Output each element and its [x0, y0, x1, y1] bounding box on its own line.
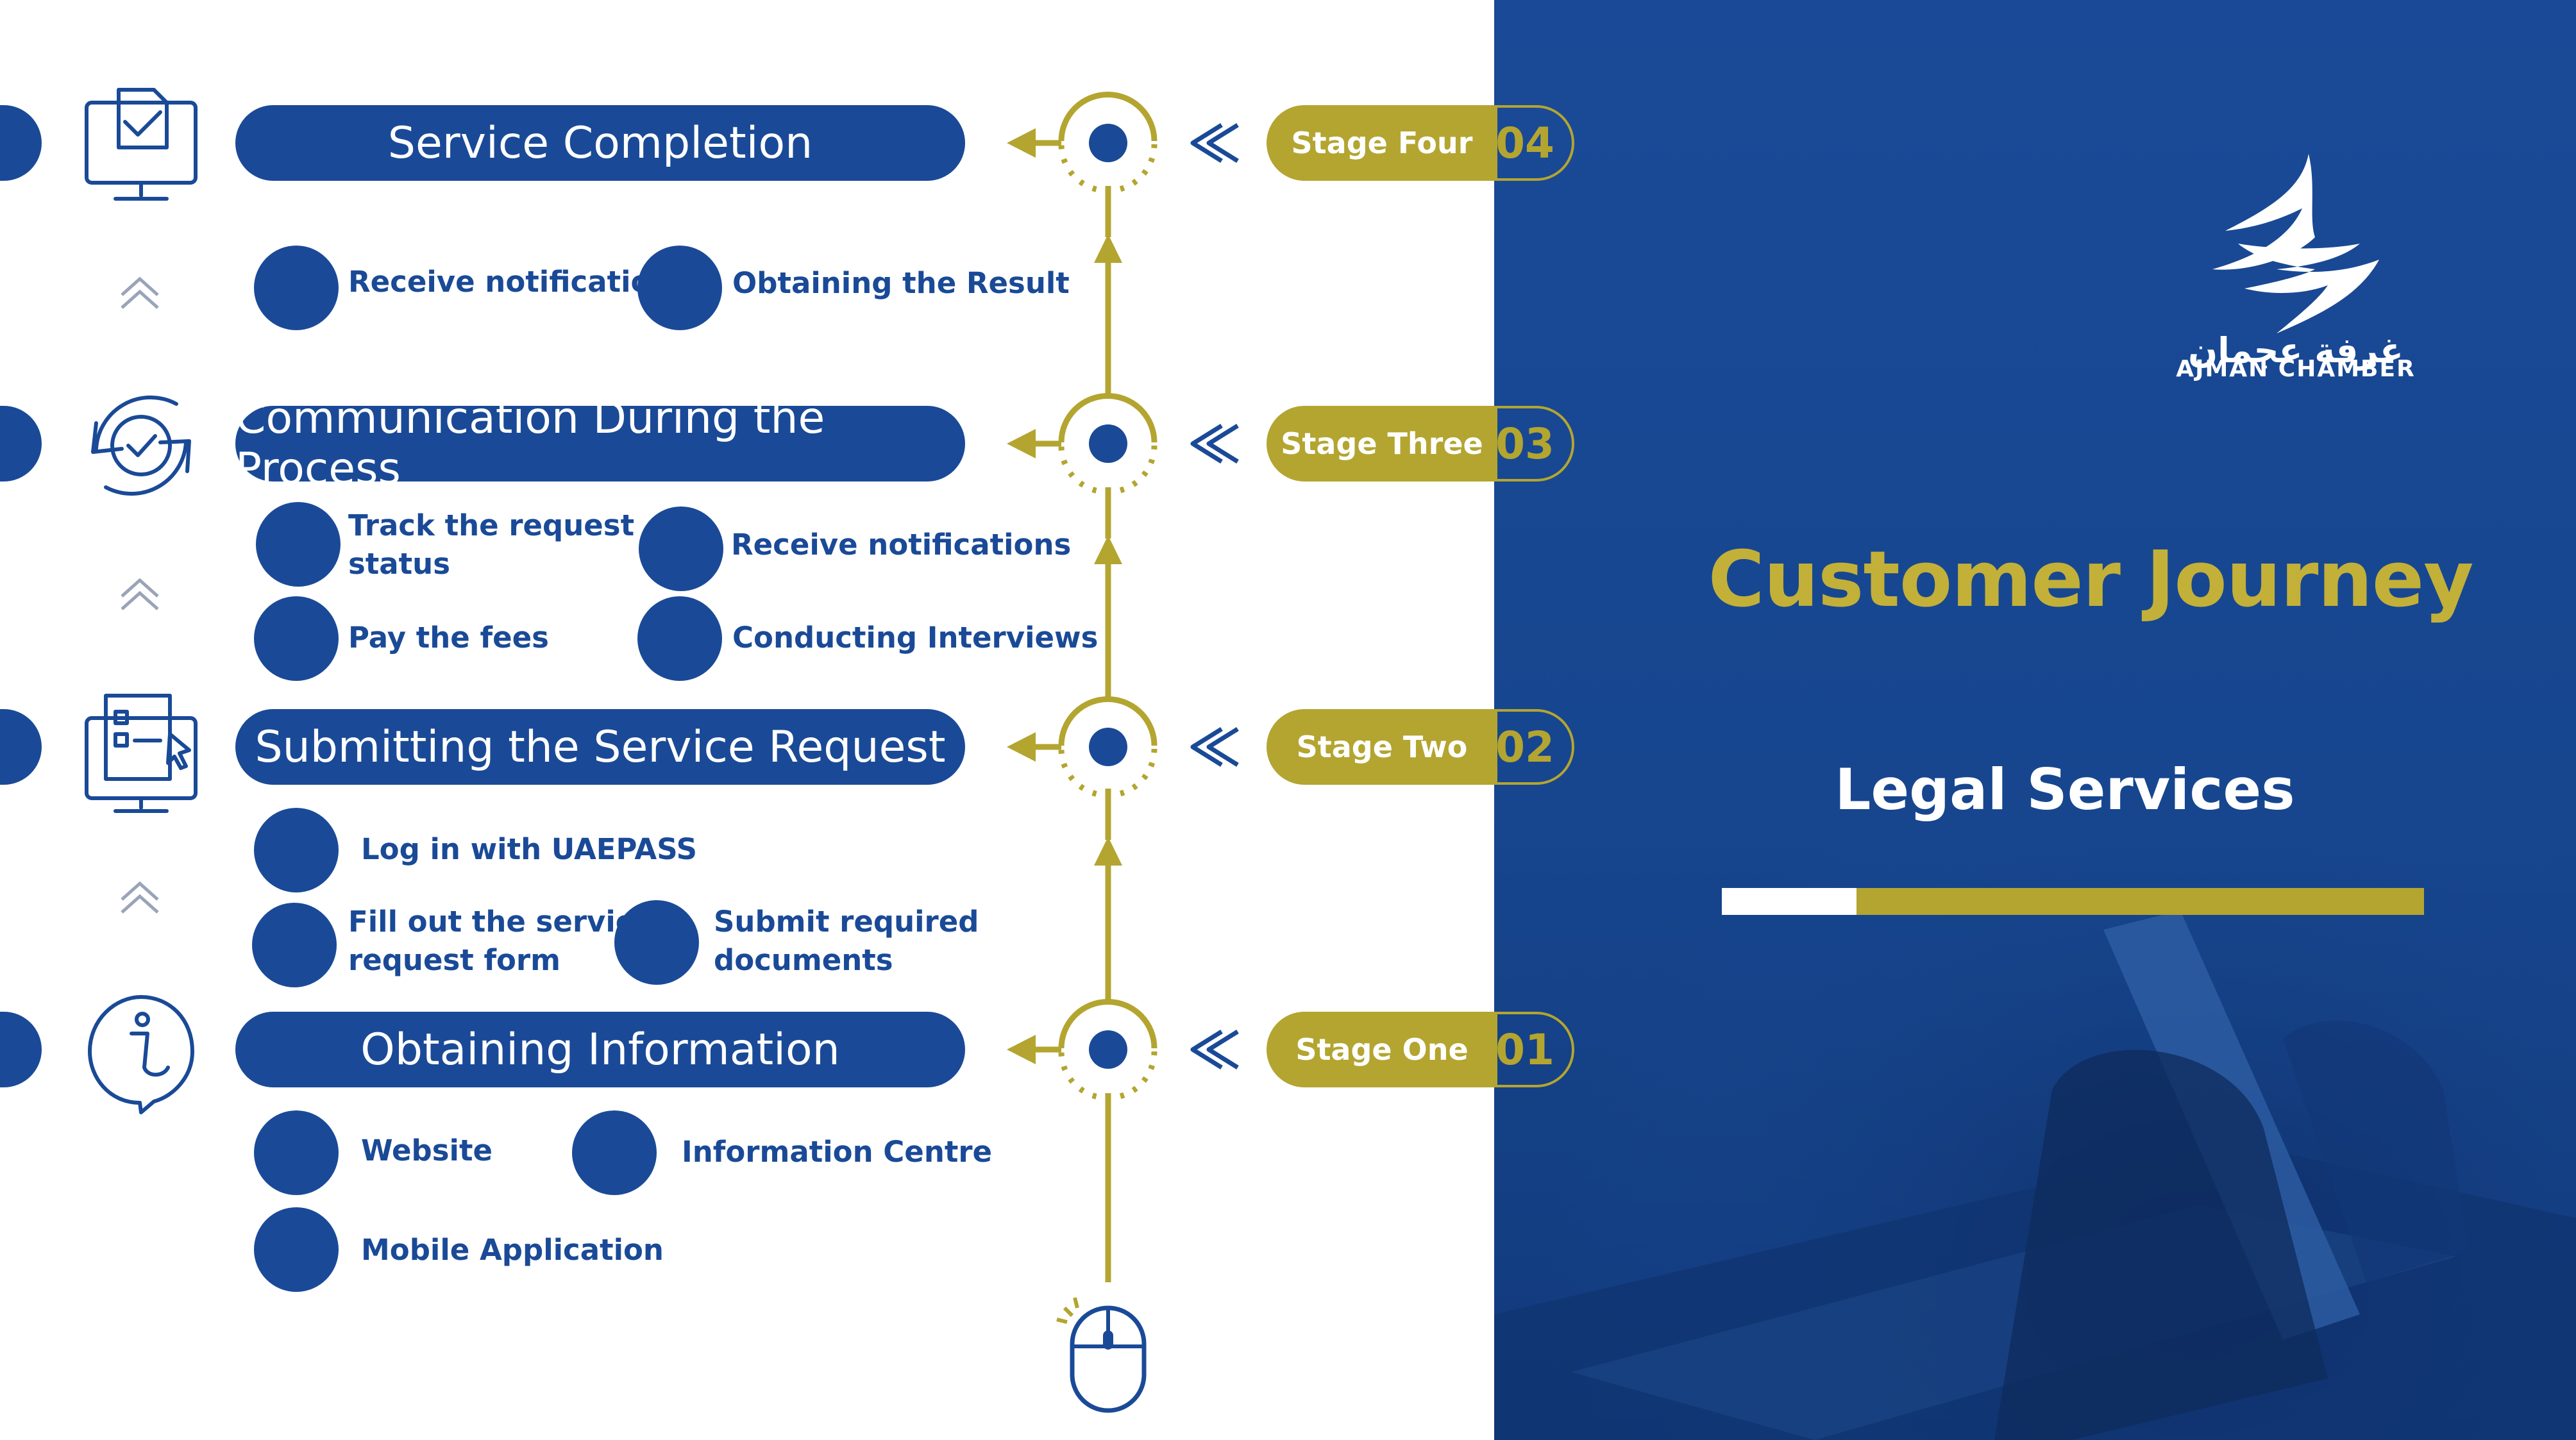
item-text: Website — [361, 1134, 493, 1168]
double-chevron-left-icon — [1190, 1030, 1239, 1069]
stage-title-02: Submitting the Service Request — [235, 709, 965, 785]
stage-number: 03 — [1478, 406, 1574, 481]
arrow-up-icon — [1094, 535, 1122, 564]
item-icon-circle — [614, 900, 699, 985]
item-text: Receive notification — [348, 265, 671, 299]
background-photo — [1494, 577, 2576, 1440]
stage-badge-04: Stage Four 04 — [1267, 105, 1594, 181]
stage-title-04: Service Completion — [235, 105, 965, 181]
item-text-line: status — [348, 547, 450, 581]
item-text: Mobile Application — [361, 1233, 664, 1267]
ajman-chamber-logo — [2212, 154, 2379, 333]
stage-title-03: Communication During the Process — [235, 393, 965, 494]
arrow-up-icon — [1094, 837, 1122, 866]
cycle-check-icon — [91, 395, 191, 496]
info-person-icon — [88, 995, 194, 1114]
item-text-line: request form — [348, 943, 561, 977]
item-icon-circle — [252, 903, 337, 987]
stage-node-04 — [1007, 92, 1158, 194]
stage-number: 04 — [1478, 105, 1574, 181]
item-text: Conducting Interviews — [732, 621, 1099, 655]
item-text: Obtaining the Result — [732, 266, 1070, 300]
chevron-up-icon — [121, 276, 159, 309]
item-text: Information Centre — [682, 1135, 993, 1169]
item-text: Submit required documents — [714, 903, 979, 980]
item-icon-circle — [254, 246, 339, 330]
item-icon-circle — [254, 1110, 339, 1195]
stage-badge-02: Stage Two 02 — [1267, 709, 1594, 785]
chevron-up-icon — [121, 578, 159, 610]
stage-number: 02 — [1478, 709, 1574, 785]
item-text: Pay the fees — [348, 621, 549, 655]
item-icon-circle — [254, 1207, 339, 1292]
item-text-line: Track the request — [348, 508, 635, 542]
progress-bar-gold — [1856, 888, 2424, 915]
chevron-up-icon — [121, 881, 159, 914]
stage-label: Stage Four — [1267, 105, 1497, 181]
item-icon-circle — [637, 246, 722, 330]
right-panel — [1494, 0, 2576, 1440]
item-text: Log in with UAEPASS — [361, 832, 698, 866]
stage-label: Stage Three — [1267, 406, 1497, 481]
item-text: Receive notifications — [731, 528, 1072, 562]
item-text-line: Fill out the service — [348, 905, 652, 939]
stage-label: Stage One — [1267, 1012, 1497, 1087]
item-icon-circle — [637, 596, 722, 681]
item-text-line: documents — [714, 943, 893, 977]
item-icon-circle — [256, 502, 341, 587]
double-chevron-left-icon — [1190, 727, 1239, 767]
arrow-up-icon — [1094, 234, 1122, 263]
progress-bar-white — [1722, 888, 1856, 915]
item-icon-circle — [254, 808, 339, 892]
item-icon-circle — [572, 1110, 657, 1195]
stage-badge-01: Stage One 01 — [1267, 1012, 1594, 1087]
monitor-form-icon — [85, 694, 198, 813]
page-title: Customer Journey — [1708, 535, 2474, 624]
double-chevron-left-icon — [1190, 424, 1239, 464]
item-text-line: Submit required — [714, 905, 979, 939]
page-subtitle: Legal Services — [1835, 757, 2295, 823]
item-icon-circle — [254, 596, 339, 681]
monitor-check-icon — [85, 88, 198, 201]
stage-label: Stage Two — [1267, 709, 1497, 785]
logo-english-name: AJMAN CHAMBER — [2176, 356, 2416, 382]
mouse-icon — [1056, 1297, 1147, 1413]
item-text: Fill out the service request form — [348, 903, 652, 980]
stage-node-01 — [1007, 999, 1158, 1101]
stage-badge-03: Stage Three 03 — [1267, 406, 1594, 481]
stage-number: 01 — [1478, 1012, 1574, 1087]
stage-node-03 — [1007, 393, 1158, 495]
stage-node-02 — [1007, 696, 1158, 798]
item-icon-circle — [639, 507, 723, 591]
logo-arabic-name: غرفة عجمان — [2188, 330, 2403, 371]
double-chevron-left-icon — [1190, 123, 1239, 163]
item-text: Track the request status — [348, 507, 634, 583]
stage-title-01: Obtaining Information — [235, 1012, 965, 1087]
